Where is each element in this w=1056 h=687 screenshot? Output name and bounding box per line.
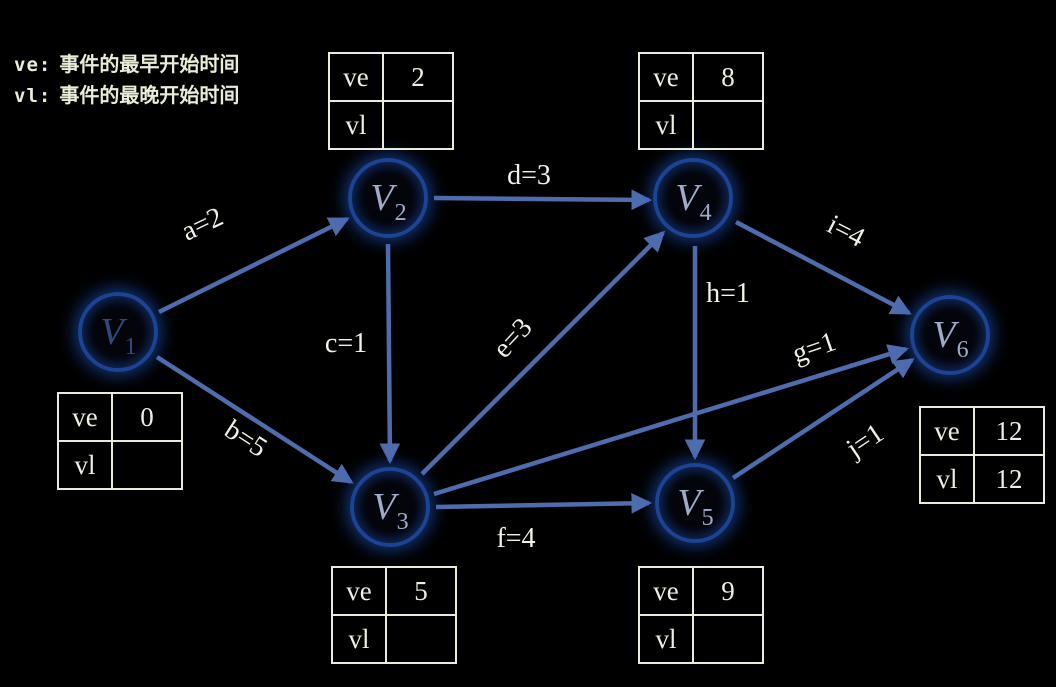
legend-line-ve: ve: 事件的最早开始时间 [14,50,239,81]
edge-f [435,492,653,514]
edge-i [734,220,912,315]
node-v5-subscript: 5 [701,505,714,531]
node-v1-symbol: V [100,311,124,353]
node-v4-subscript: 4 [699,200,712,226]
table-v2-ve-value: 2 [382,52,454,102]
table-v2-vl-value [382,100,454,150]
node-v1: V1 [78,292,158,372]
table-v4-ve-label: ve [638,52,694,102]
node-v2: V2 [348,158,428,238]
node-v3-subscript: 3 [396,509,409,535]
node-v1-subscript: 1 [124,334,137,360]
edge-i-label: i=4 [822,209,870,254]
node-v6-symbol: V [932,314,956,356]
legend-ve-text: 事件的最早开始时间 [59,52,240,76]
edge-d-label: d=3 [507,160,551,191]
table-v1-ve-label: ve [57,392,113,442]
table-v4-vl-label: vl [638,100,694,150]
node-v1-label: V1 [100,311,136,359]
node-v2-label: V2 [370,177,406,225]
edge-a-label: a=2 [177,201,228,247]
legend-ve-prefix: ve: [14,54,52,76]
table-v5-vl-value [692,614,764,664]
edge-b-label: b=5 [219,414,273,464]
table-v6-vl-value: 12 [973,454,1045,504]
edge-h-label: h=1 [706,278,750,309]
edge-f-label: f=4 [496,523,535,554]
node-v3: V3 [350,467,430,547]
node-v2-subscript: 2 [394,200,407,226]
edge-b [155,355,354,484]
table-v4-vl-value [692,100,764,150]
node-v4-label: V4 [675,177,711,225]
table-v4-ve-value: 8 [692,52,764,102]
table-v5-ve-value: 9 [692,566,764,616]
table-v3-vl-value [385,614,457,664]
edge-e-label: e=3 [487,312,538,364]
table-v1-ve-value: 0 [111,392,183,442]
node-v3-symbol: V [372,486,396,528]
edge-j-label: j=1 [840,418,889,465]
edge-c-label: c=1 [325,328,367,359]
edge-d [433,189,653,211]
edge-e [420,230,666,476]
edge-a [158,216,350,315]
legend-line-vl: vl: 事件的最晚开始时间 [14,81,239,112]
node-v5-label: V5 [677,482,713,530]
table-v5-vl-label: vl [638,614,694,664]
edge-g [433,344,909,497]
edge-g-label: g=1 [788,326,840,370]
legend-vl-prefix: vl: [14,85,52,107]
edge-j [731,358,915,480]
table-v2-ve-label: ve [328,52,384,102]
table-v6-ve-value: 12 [973,406,1045,456]
node-v6-label: V6 [932,314,968,362]
table-v2-vl-label: vl [328,100,384,150]
table-v6-vl-label: vl [919,454,975,504]
node-v4-symbol: V [675,177,699,219]
table-v1-vl-label: vl [57,440,113,490]
table-v3-ve-value: 5 [385,566,457,616]
edge-c [379,243,401,465]
table-v3-ve-label: ve [331,566,387,616]
node-v5-symbol: V [677,482,701,524]
legend-vl-text: 事件的最晚开始时间 [59,83,240,107]
legend: ve: 事件的最早开始时间 vl: 事件的最晚开始时间 [14,50,239,112]
node-v2-symbol: V [370,177,394,219]
table-v3-vl-label: vl [331,614,387,664]
node-v6: V6 [910,295,990,375]
table-v1-vl-value [111,440,183,490]
node-v4: V4 [653,158,733,238]
node-v5: V5 [655,463,735,543]
node-v3-label: V3 [372,486,408,534]
table-v6-ve-label: ve [919,406,975,456]
node-v6-subscript: 6 [956,337,969,363]
table-v5-ve-label: ve [638,566,694,616]
